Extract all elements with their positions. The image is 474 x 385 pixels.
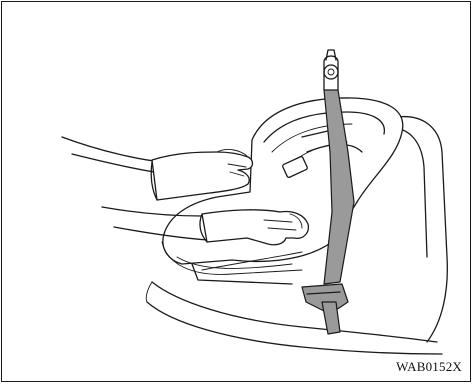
figure-code: WAB0152X [396, 359, 462, 375]
headrest [324, 50, 338, 90]
upper-hand [62, 137, 253, 200]
